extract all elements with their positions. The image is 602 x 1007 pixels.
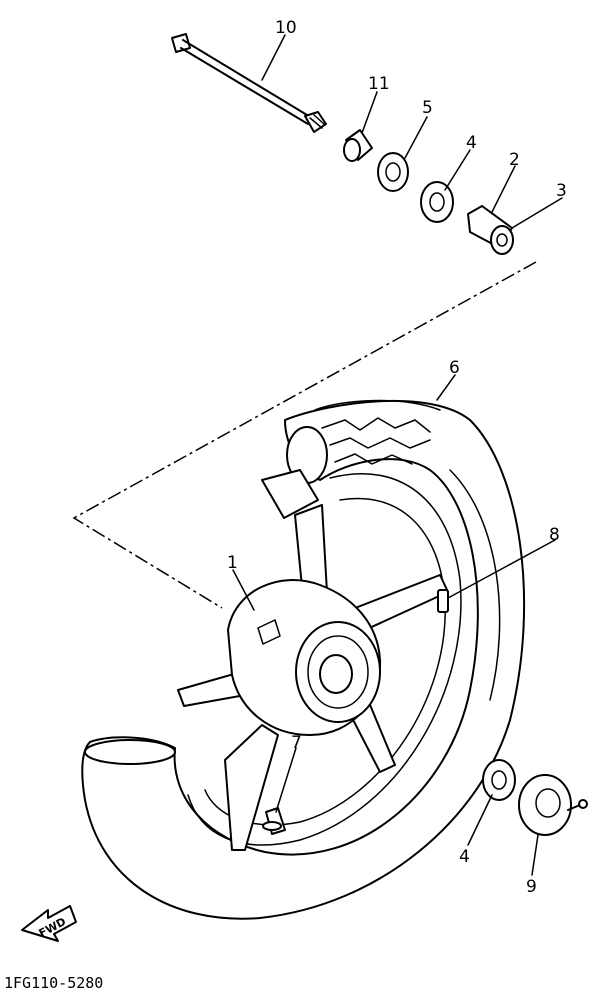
bearing-middle: [420, 181, 454, 223]
callout-1: 1: [227, 553, 238, 573]
oil-seal: [518, 774, 588, 836]
valve-stem: [262, 807, 286, 835]
callout-7: 7: [291, 733, 302, 753]
leader-lines: [232, 34, 563, 876]
callout-4-lower: 4: [459, 847, 470, 867]
callout-4-upper: 4: [466, 133, 477, 153]
forward-arrow-icon: FWD: [21, 905, 77, 942]
callout-3: 3: [556, 181, 567, 201]
spacer: [467, 205, 514, 255]
balance-weight: [437, 589, 449, 613]
callout-6: 6: [449, 358, 460, 378]
wheel-hub: [227, 579, 382, 736]
callout-11: 11: [368, 74, 390, 94]
drawing-code: 1FG110-5280: [4, 974, 103, 992]
axle-shaft: [171, 33, 327, 133]
callout-5: 5: [422, 98, 433, 118]
callout-9: 9: [526, 877, 537, 897]
assembly-axis-line: [72, 261, 537, 609]
callout-2: 2: [509, 150, 520, 170]
collar: [343, 129, 373, 162]
callout-8: 8: [549, 525, 560, 545]
bearing-upper: [377, 152, 409, 192]
callout-10: 10: [275, 18, 297, 38]
bearing-lower: [482, 759, 516, 801]
